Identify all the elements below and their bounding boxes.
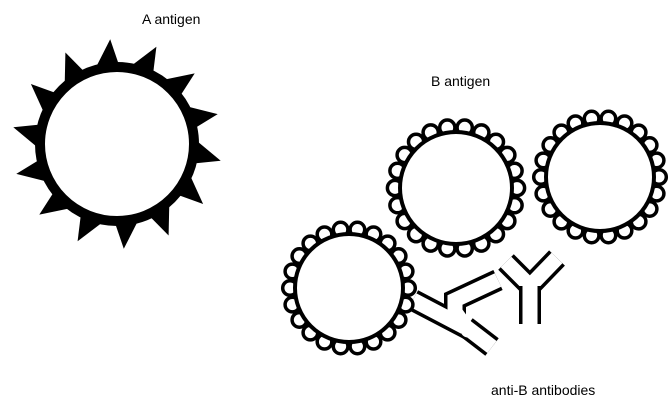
anti-b-antibody-right bbox=[506, 258, 557, 324]
b-antigen-cell-body bbox=[295, 234, 403, 342]
a-antigen-cell bbox=[13, 39, 220, 249]
anti-b-antibodies-label: anti-B antibodies bbox=[491, 382, 595, 398]
b-antigen-cell-middle bbox=[387, 120, 524, 256]
a-antigen-cell-body bbox=[40, 67, 194, 221]
a-antigen-label: A antigen bbox=[142, 11, 200, 27]
anti-b-antibody-left bbox=[413, 280, 498, 347]
b-antigen-cell-body bbox=[400, 132, 512, 244]
b-antigen-cell-right bbox=[534, 111, 667, 242]
b-antigen-cell-body bbox=[546, 123, 654, 231]
b-antigen-cell-left bbox=[283, 222, 416, 353]
b-antigen-label: B antigen bbox=[431, 73, 490, 89]
